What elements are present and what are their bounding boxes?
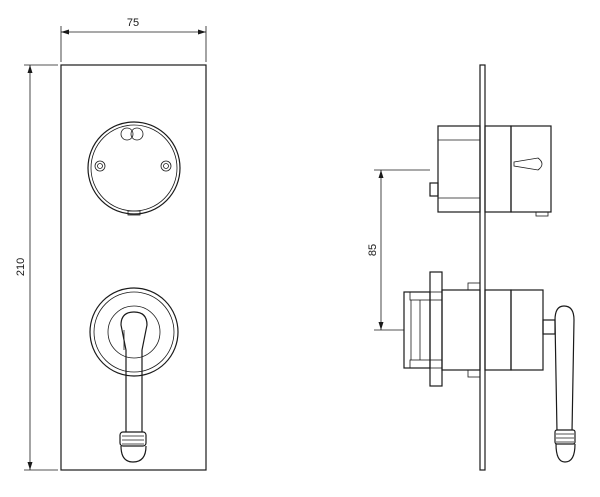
height-dimension-label: 210 bbox=[15, 258, 27, 276]
side-plate bbox=[479, 64, 486, 471]
side-lever bbox=[542, 305, 576, 463]
mixer-handle bbox=[89, 287, 179, 463]
center-distance-label: 85 bbox=[367, 244, 379, 256]
front-view: 75 210 bbox=[15, 17, 207, 471]
lower-cartridge bbox=[403, 271, 544, 387]
width-dimension: 75 bbox=[60, 17, 207, 62]
side-view: 85 bbox=[367, 64, 576, 471]
upper-cartridge bbox=[429, 125, 552, 217]
height-dimension: 210 bbox=[15, 64, 58, 471]
diverter-knob bbox=[87, 121, 181, 216]
center-distance-dimension: 85 bbox=[367, 169, 430, 331]
width-dimension-label: 75 bbox=[127, 17, 139, 29]
cover-plate bbox=[60, 64, 207, 471]
